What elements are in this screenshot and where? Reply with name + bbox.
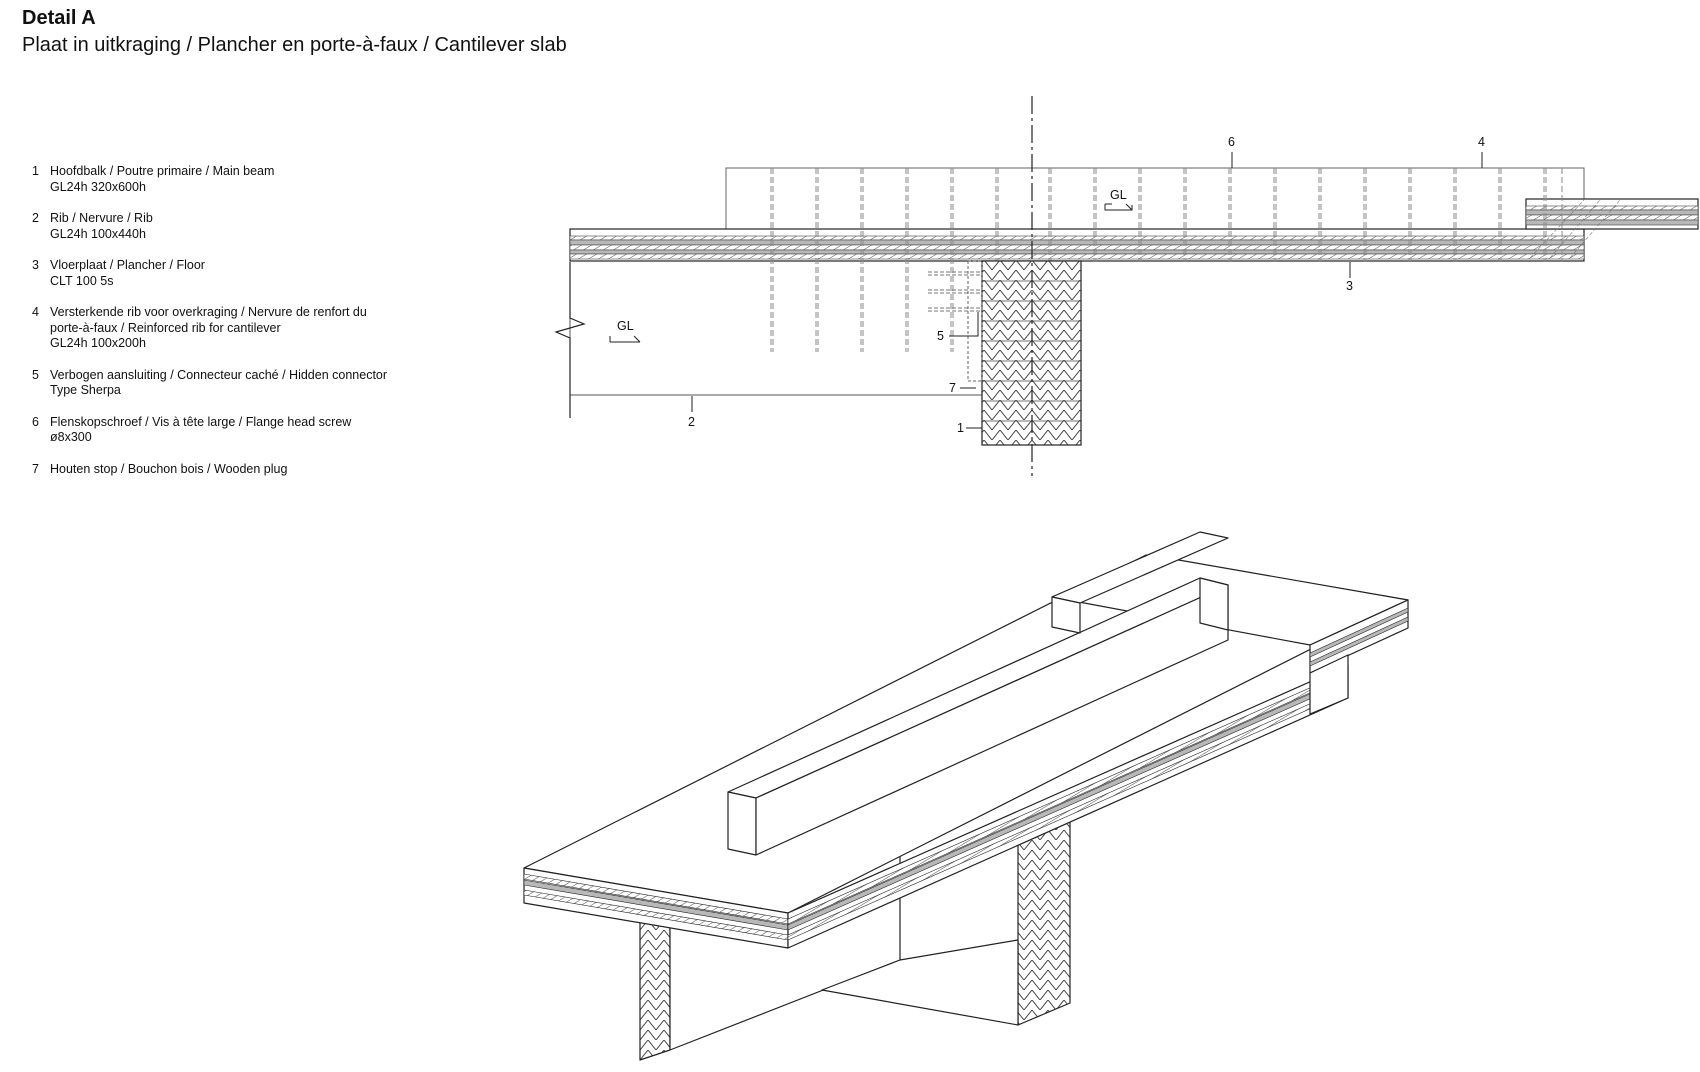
section-label-7: 7 (949, 381, 976, 395)
legend-number: 3 (32, 258, 39, 272)
legend-line: Flenskopschroef / Vis à tête large / Fla… (50, 414, 352, 429)
legend-line: Houten stop / Bouchon bois / Wooden plug (50, 461, 288, 476)
section-label-3: 3 (1346, 262, 1353, 293)
legend-line: Rib / Nervure / Rib (50, 211, 153, 225)
section-label-1: 1 (957, 421, 982, 435)
gl-marker-upper: GL (1104, 188, 1133, 211)
legend-number: 6 (32, 414, 39, 429)
flange-head-screws (770, 168, 1563, 352)
legend-line: CLT 100 5s (50, 273, 114, 288)
cantilever-plate (1525, 198, 1699, 259)
hidden-connector (928, 260, 983, 382)
legend-line: Type Sherpa (50, 383, 121, 397)
gl-upper-label: GL (1110, 188, 1127, 202)
label-6: 6 (1228, 135, 1235, 149)
legend-line: GL24h 100x200h (50, 336, 146, 350)
legend-line: GL24h 320x600h (50, 179, 146, 194)
legend-line: ø8x300 (50, 430, 92, 444)
iso-slab-front-edge (523, 867, 789, 949)
label-2: 2 (688, 415, 695, 429)
iso-main-beam-right (821, 821, 1071, 1026)
legend-item: 1 Hoofdbalk / Poutre primaire / Main bea… (32, 164, 452, 195)
legend-line: Vloerplaat / Plancher / Floor (50, 258, 205, 272)
section-label-5: 5 (937, 312, 979, 343)
legend-line: porte-à-faux / Reinforced rib for cantil… (50, 320, 281, 335)
legend: 1 Hoofdbalk / Poutre primaire / Main bea… (32, 164, 452, 493)
legend-line: Verbogen aansluiting / Connecteur caché … (50, 367, 388, 382)
legend-item: 2 Rib / Nervure / Rib GL24h 100x440h (32, 211, 452, 242)
section-label-2: 2 (688, 396, 695, 429)
legend-line: Versterkende rib voor overkraging / Nerv… (50, 305, 367, 319)
legend-number: 5 (32, 367, 39, 382)
break-symbol (554, 262, 586, 418)
iso-slab-side-edge (787, 664, 1349, 949)
legend-number: 2 (32, 211, 39, 225)
legend-item: 5 Verbogen aansluiting / Connecteur cach… (32, 368, 452, 399)
label-3: 3 (1346, 279, 1353, 293)
clt-floor-plate (569, 228, 1585, 262)
legend-item: 3 Vloerplaat / Plancher / Floor CLT 100 … (32, 258, 452, 289)
detail-subtitle: Plaat in uitkraging / Plancher en porte-… (22, 34, 567, 56)
isometric-view (523, 531, 1409, 1061)
legend-line: Hoofdbalk / Poutre primaire / Main beam (50, 164, 275, 178)
label-4: 4 (1478, 135, 1485, 149)
iso-reinforced-rib (727, 531, 1229, 856)
label-7: 7 (949, 381, 956, 395)
section-label-4: 4 (1478, 135, 1485, 168)
gl-marker-lower: GL (609, 319, 641, 343)
legend-item: 6 Flenskopschroef / Vis à tête large / F… (32, 415, 452, 446)
gl-lower-label: GL (617, 319, 634, 333)
legend-number: 7 (32, 461, 39, 476)
legend-line: GL24h 100x440h (50, 226, 146, 241)
section-view: GL GL 6 4 3 2 5 7 (554, 96, 1699, 476)
reinforced-rib-outline (725, 167, 1585, 231)
label-1: 1 (957, 421, 964, 435)
legend-item: 7 Houten stop / Bouchon bois / Wooden pl… (32, 462, 452, 478)
legend-number: 4 (32, 305, 39, 319)
section-label-6: 6 (1228, 135, 1235, 168)
detail-title: Detail A (22, 7, 96, 29)
legend-item: 4 Versterkende rib voor overkraging / Ne… (32, 305, 452, 352)
legend-number: 1 (32, 164, 39, 178)
label-5: 5 (937, 329, 944, 343)
